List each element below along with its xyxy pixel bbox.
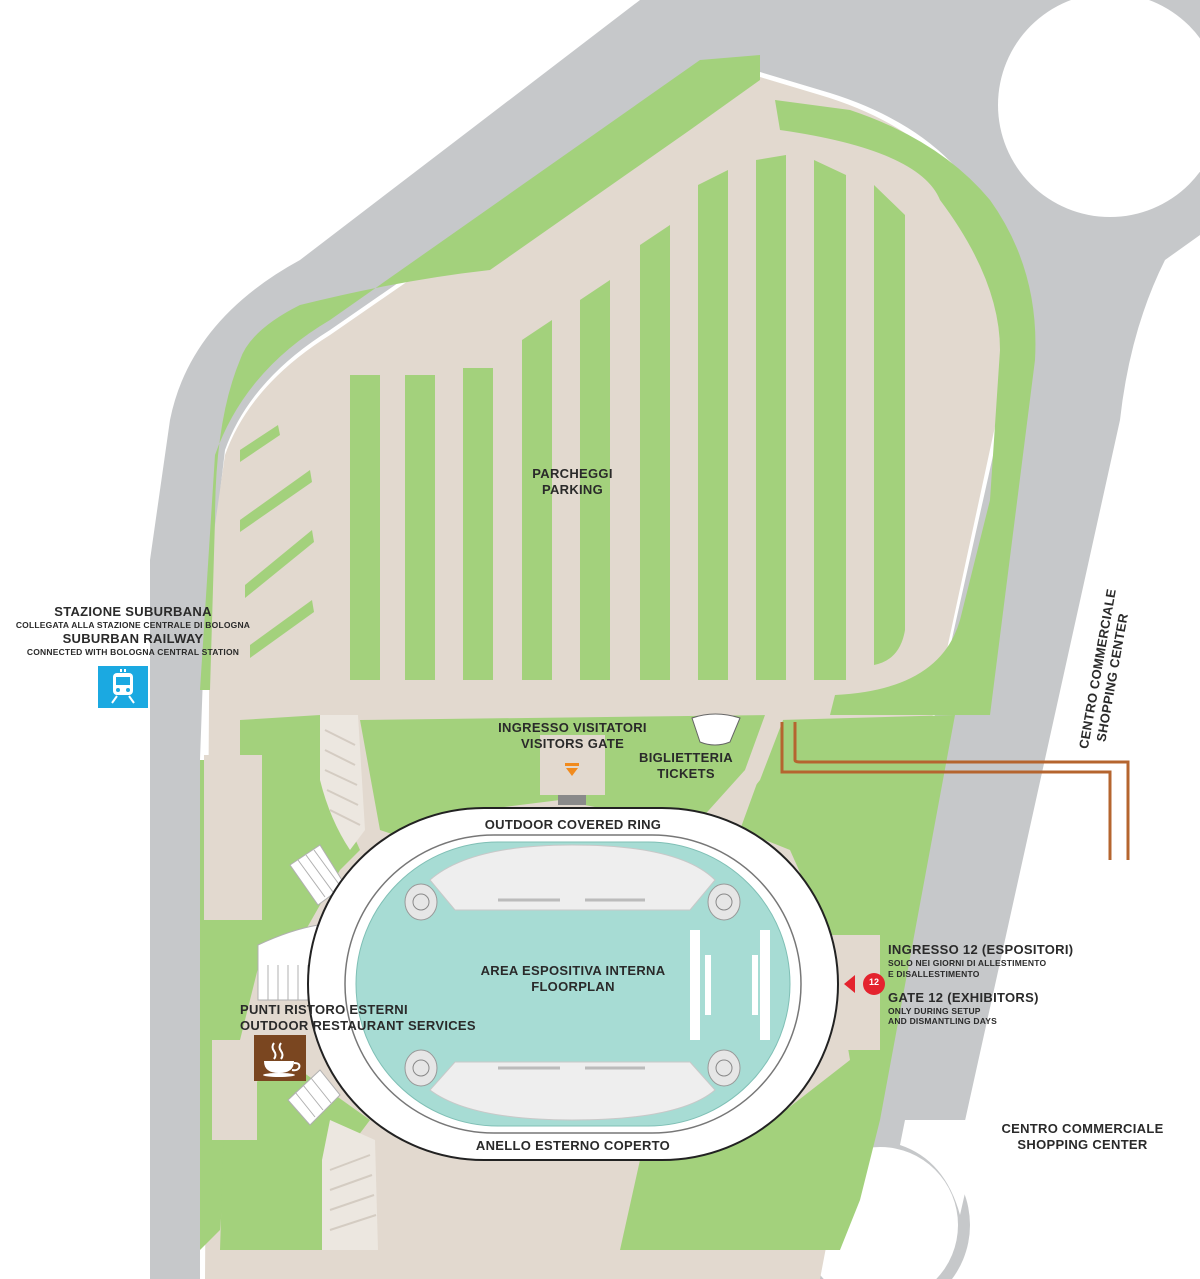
tickets-label: BIGLIETTERIA TICKETS (636, 750, 736, 783)
stairs (257, 844, 346, 1126)
gate12-label-en: GATE 12 (EXHIBITORS) (888, 989, 1039, 1005)
visitors-gate-label: INGRESSO VISITATORI VISITORS GATE (490, 720, 655, 753)
floorplan-label: AREA ESPOSITIVA INTERNA FLOORPLAN (466, 963, 680, 996)
grass-top-strip (200, 55, 760, 690)
stripe (756, 155, 786, 680)
road-perimeter (150, 0, 1200, 1279)
left-building (204, 755, 262, 920)
gate12-badge-circle (863, 973, 885, 995)
stripe (463, 368, 493, 680)
exhibitor-path (780, 722, 1112, 860)
stripe (874, 185, 905, 665)
gate12-label: INGRESSO 12 (ESPOSITORI) SOLO NEI GIORNI… (888, 942, 1088, 1027)
stripe (640, 225, 670, 680)
arena (307, 807, 839, 1161)
stripe (580, 280, 610, 680)
stripe (405, 375, 435, 680)
gate12-label-en-sub2: AND DISMANTLING DAYS (888, 1016, 997, 1027)
station-label-it-sub: COLLEGATA ALLA STAZIONE CENTRALE DI BOLO… (15, 620, 251, 631)
parking-stripes (240, 155, 905, 680)
station-label-en-sub: CONNECTED WITH BOLOGNA CENTRAL STATION (26, 647, 240, 658)
tickets-label-en: TICKETS (657, 766, 715, 782)
tickets-label-it: BIGLIETTERIA (639, 750, 733, 765)
gate12-badge: 12 (868, 977, 879, 987)
arena-floor (355, 841, 791, 1127)
exhibitor-path-inner (793, 722, 1130, 860)
stand-lower (429, 1061, 716, 1121)
gate12-label-it: INGRESSO 12 (ESPOSITORI) (888, 942, 1074, 957)
restaurant-label-en: OUTDOOR RESTAURANT SERVICES (240, 1018, 476, 1034)
coffee-cup-icon (254, 1035, 306, 1081)
gate12-label-en-sub1: ONLY DURING SETUP (888, 1005, 981, 1016)
entry-arrow-icon (563, 762, 581, 778)
station-label-it: STAZIONE SUBURBANA (54, 604, 212, 619)
stand-upper (429, 844, 716, 911)
visitors-gate-label-en: VISITORS GATE (520, 736, 625, 752)
parking-label-it: PARCHEGGI (532, 466, 613, 481)
parking-label-en: PARKING (541, 482, 604, 498)
floorplan-label-it: AREA ESPOSITIVA INTERNA (480, 963, 666, 978)
visitors-gate-step (558, 795, 586, 805)
stripe (250, 600, 314, 658)
shopping-center-area (900, 250, 1200, 1215)
floorplan-label-en: FLOORPLAN (531, 979, 615, 995)
stripe (245, 530, 314, 598)
ring-it-label: ANELLO ESTERNO COPERTO (475, 1138, 671, 1153)
shopping-label: CENTRO COMMERCIALE SHOPPING CENTER (995, 1121, 1170, 1154)
arrow-left-icon (844, 975, 855, 993)
stripe (814, 160, 846, 680)
tickets-path (700, 715, 785, 830)
restaurant-label-it: PUNTI RISTORO ESTERNI (240, 1002, 408, 1017)
shopping-label-it: CENTRO COMMERCIALE (1001, 1121, 1164, 1136)
walkway-top (320, 715, 365, 850)
train-icon (98, 666, 148, 708)
gate12-label-it-sub2: E DISALLESTIMENTO (888, 968, 980, 979)
stripe (240, 425, 280, 462)
restaurant-label: PUNTI RISTORO ESTERNI OUTDOOR RESTAURANT… (240, 1002, 480, 1035)
parking-label: PARCHEGGI PARKING (520, 466, 625, 499)
outdoor-ring-label: OUTDOOR COVERED RING (484, 817, 662, 832)
gate12-label-it-sub1: SOLO NEI GIORNI DI ALLESTIMENTO (888, 958, 1047, 969)
tickets-booth (691, 713, 741, 746)
station-label-en: SUBURBAN RAILWAY (62, 630, 204, 646)
grass-right-of-arena (620, 715, 955, 1250)
walkway-bottom (322, 1120, 378, 1250)
stripe (522, 320, 552, 680)
roundabout-top-island (998, 0, 1200, 217)
stripe (698, 170, 728, 680)
left-building-lower (212, 1040, 257, 1140)
stripe (240, 470, 312, 532)
shopping-label-en: SHOPPING CENTER (1017, 1137, 1148, 1153)
stripe (350, 375, 380, 680)
station-label: STAZIONE SUBURBANA COLLEGATA ALLA STAZIO… (0, 604, 266, 658)
visitors-gate-label-it: INGRESSO VISITATORI (498, 720, 647, 735)
